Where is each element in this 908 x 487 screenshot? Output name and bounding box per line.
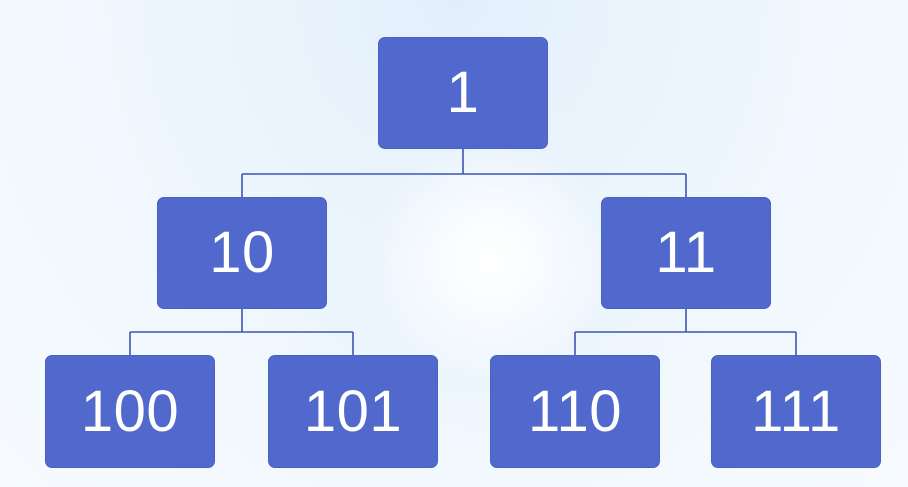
node-11-label: 11	[655, 220, 717, 285]
node-1-label: 1	[446, 60, 480, 125]
node-10-label: 10	[209, 220, 275, 285]
node-111-label: 111	[751, 378, 841, 444]
node-110-label: 110	[528, 378, 622, 444]
node-11: 11	[601, 197, 771, 309]
node-101-label: 101	[303, 378, 403, 444]
node-110: 110	[490, 355, 660, 468]
node-111: 111	[711, 355, 881, 468]
node-101: 101	[268, 355, 438, 468]
node-100-label: 100	[80, 378, 180, 444]
node-1: 1	[378, 37, 548, 149]
node-100: 100	[45, 355, 215, 468]
node-10: 10	[157, 197, 327, 309]
